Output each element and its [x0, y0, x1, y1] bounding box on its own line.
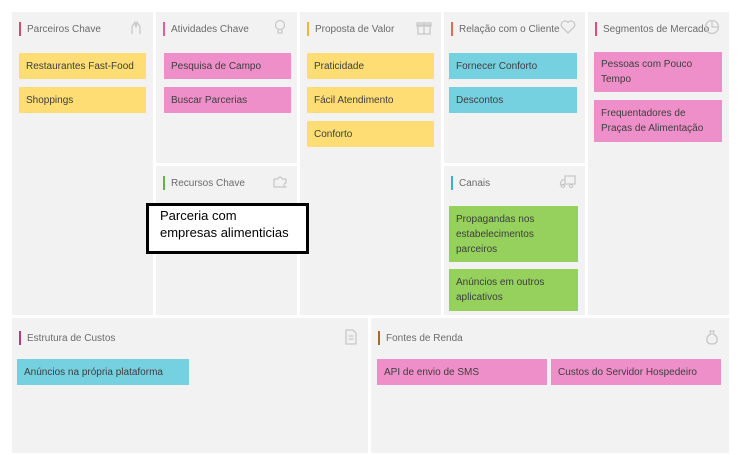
annotation-text-box[interactable]: Parceria com empresas alimenticias: [146, 203, 309, 254]
accent-bar: [19, 331, 21, 345]
money-bag-icon: [703, 328, 721, 346]
panel-canais: Canais Propagandas nos estabelecimentos …: [444, 166, 585, 315]
accent-bar: [451, 176, 453, 190]
panel-header: Estrutura de Custos: [19, 330, 115, 346]
sticky-note[interactable]: API de envio de SMS: [377, 359, 547, 385]
panel-title: Canais: [459, 177, 491, 189]
panel-title: Segmentos de Mercado: [603, 23, 710, 35]
panel-estrutura-de-custos: Estrutura de Custos Anúncios na própria …: [12, 318, 368, 453]
truck-icon: [559, 172, 577, 190]
accent-bar: [19, 22, 21, 36]
accent-bar: [378, 331, 380, 345]
sticky-note[interactable]: Praticidade: [307, 53, 434, 79]
document-icon: [342, 328, 360, 346]
panel-header: Atividades Chave: [163, 21, 249, 37]
panel-relacao-com-o-cliente: Relação com o Cliente Fornecer Conforto …: [444, 12, 585, 163]
sticky-note[interactable]: Custos do Servidor Hospedeiro: [551, 359, 721, 385]
sticky-note[interactable]: Restaurantes Fast-Food: [19, 53, 146, 79]
accent-bar: [163, 22, 165, 36]
panel-title: Relação com o Cliente: [459, 23, 560, 35]
panel-title: Recursos Chave: [171, 177, 245, 189]
puzzle-icon: [271, 172, 289, 190]
panel-header: Segmentos de Mercado: [595, 21, 709, 37]
panel-parceiros-chave: Parceiros Chave Restaurantes Fast-Food S…: [12, 12, 153, 315]
panel-title: Parceiros Chave: [27, 23, 101, 35]
sticky-note[interactable]: Conforto: [307, 121, 434, 147]
panel-title: Estrutura de Custos: [27, 332, 116, 344]
panel-title: Proposta de Valor: [315, 23, 395, 35]
accent-bar: [595, 22, 597, 36]
sticky-note[interactable]: Propagandas nos estabelecimentos parceir…: [449, 206, 578, 262]
sticky-note[interactable]: Pesquisa de Campo: [164, 53, 291, 79]
lightbulb-icon: [271, 18, 289, 36]
sticky-note[interactable]: Shoppings: [19, 87, 146, 113]
pie-chart-icon: [703, 18, 721, 36]
accent-bar: [307, 22, 309, 36]
sticky-note[interactable]: Fornecer Conforto: [449, 53, 577, 79]
panel-header: Canais: [451, 175, 490, 191]
panel-atividades-chave: Atividades Chave Pesquisa de Campo Busca…: [156, 12, 297, 163]
gift-icon: [415, 18, 433, 36]
panel-proposta-de-valor: Proposta de Valor Praticidade Fácil Aten…: [300, 12, 441, 315]
panel-title: Atividades Chave: [171, 23, 249, 35]
panel-title: Fontes de Renda: [386, 332, 463, 344]
panel-header: Relação com o Cliente: [451, 21, 560, 37]
sticky-note[interactable]: Frequentadores de Praças de Alimentação: [594, 100, 722, 142]
accent-bar: [451, 22, 453, 36]
accent-bar: [163, 176, 165, 190]
heart-icon: [559, 18, 577, 36]
panel-header: Fontes de Renda: [378, 330, 463, 346]
handshake-icon: [127, 18, 145, 36]
panel-fontes-de-renda: Fontes de Renda API de envio de SMS Cust…: [371, 318, 729, 453]
sticky-note[interactable]: Descontos: [449, 87, 577, 113]
sticky-note[interactable]: Buscar Parcerias: [164, 87, 291, 113]
panel-segmentos-de-mercado: Segmentos de Mercado Pessoas com Pouco T…: [588, 12, 729, 315]
panel-header: Proposta de Valor: [307, 21, 394, 37]
sticky-note[interactable]: Anúncios em outros aplicativos: [449, 269, 578, 311]
sticky-note[interactable]: Pessoas com Pouco Tempo: [594, 52, 722, 92]
sticky-note[interactable]: Fácil Atendimento: [307, 87, 434, 113]
panel-header: Parceiros Chave: [19, 21, 101, 37]
sticky-note[interactable]: Anúncios na própria plataforma: [17, 359, 189, 385]
panel-header: Recursos Chave: [163, 175, 245, 191]
